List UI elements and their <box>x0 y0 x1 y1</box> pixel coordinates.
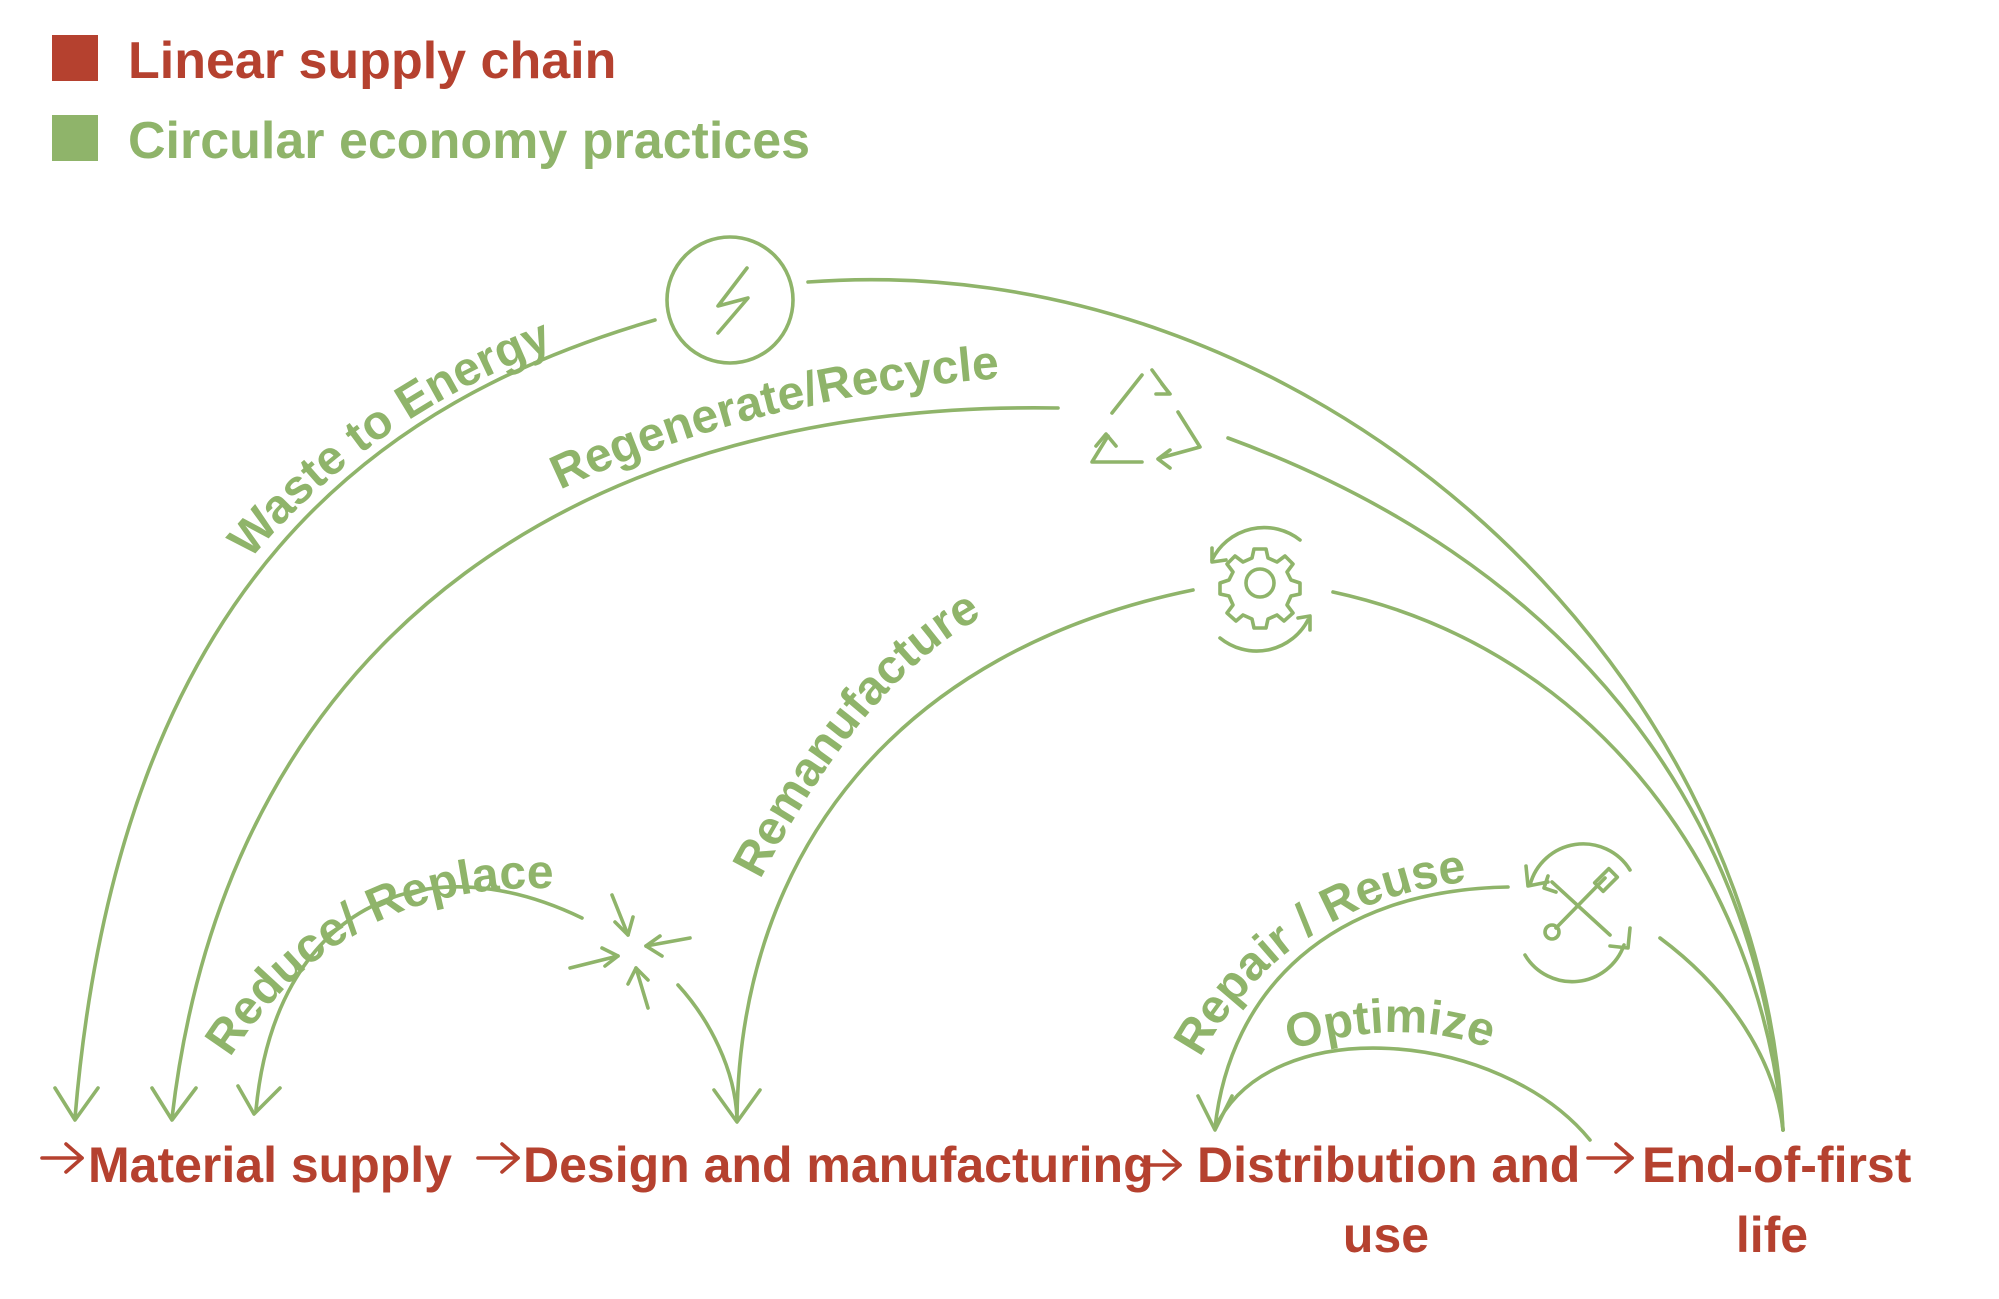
linear-chain-arrows <box>40 1142 1634 1181</box>
optimize-arc <box>1213 1046 1592 1142</box>
reduce-arc <box>254 885 584 1112</box>
waste-arc-right <box>806 277 1785 1132</box>
reduce-arc-to-design <box>676 983 739 1120</box>
repair-arc-left <box>1213 885 1510 1130</box>
lightning-bolt-icon <box>665 235 795 365</box>
stage-labels: Material supply Design and manufacturing… <box>88 1137 1912 1263</box>
end-of-life-label-line2: life <box>1736 1207 1808 1263</box>
arrowhead-distribution <box>1196 1094 1234 1132</box>
repair-arc-right <box>1658 936 1785 1132</box>
waste-arc-left <box>73 318 657 1120</box>
reduce-replace-label: Reduce/ Replace <box>195 846 554 1064</box>
arrowhead-material-waste <box>53 1086 100 1122</box>
distribution-label-line2: use <box>1343 1207 1429 1263</box>
regen-arc-left <box>170 406 1060 1120</box>
distribution-label-line1: Distribution and <box>1197 1137 1580 1193</box>
converging-arrows-icon <box>568 893 692 1010</box>
linear-legend-label: Linear supply chain <box>128 32 616 90</box>
practice-arrowheads <box>53 1084 1234 1132</box>
arrowhead-material-reduce <box>236 1084 282 1116</box>
circular-legend-label: Circular economy practices <box>128 112 810 170</box>
circular-legend-swatch <box>52 115 98 161</box>
arrowhead-material-regen <box>150 1086 198 1122</box>
linear-legend-swatch <box>52 35 98 81</box>
material-supply-label: Material supply <box>88 1137 452 1193</box>
reman-arc-left <box>735 588 1195 1120</box>
regenerate-recycle-label: Regenerate/Recycle <box>542 336 1000 500</box>
practice-arcs <box>73 277 1785 1142</box>
arrowhead-design <box>712 1088 762 1124</box>
reman-arc-right <box>1331 590 1785 1132</box>
remanufacture-label: Remanufacture <box>723 580 988 885</box>
waste-to-energy-label: Waste to Energy <box>218 309 558 567</box>
gear-cycle-icon <box>1210 525 1312 653</box>
wrench-screwdriver-cycle-icon <box>1523 842 1632 984</box>
end-of-life-label-line1: End-of-first <box>1642 1137 1912 1193</box>
recycle-triangle-icon <box>1090 368 1202 470</box>
design-manufacturing-label: Design and manufacturing <box>523 1137 1154 1193</box>
regen-arc-right <box>1226 436 1785 1132</box>
legend: Linear supply chain Circular economy pra… <box>52 32 810 170</box>
